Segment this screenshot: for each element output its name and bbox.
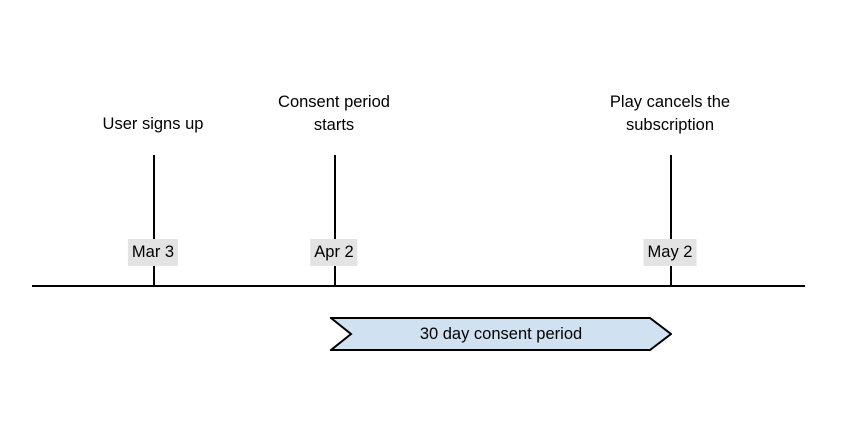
event-caption-user-signs-up: User signs up: [102, 115, 204, 133]
event-date-chip-consent-period-starts: Apr 2: [310, 239, 358, 266]
chevron-banner-shape: [330, 317, 672, 351]
event-date-chip-user-signs-up: Mar 3: [127, 239, 179, 266]
consent-period-banner: 30 day consent period: [330, 317, 672, 351]
event-caption-play-cancels-subscription: Play cancels the subscription: [609, 93, 731, 134]
event-stem-play-cancels-subscription: [670, 155, 672, 285]
banner-label: 30 day consent period: [419, 325, 583, 343]
event-date-chip-play-cancels-subscription: May 2: [643, 239, 697, 266]
event-caption-consent-period-starts: Consent period starts: [278, 93, 390, 134]
event-stem-user-signs-up: [153, 155, 155, 285]
event-stem-consent-period-starts: [334, 155, 336, 285]
timeline-axis: [32, 285, 805, 287]
